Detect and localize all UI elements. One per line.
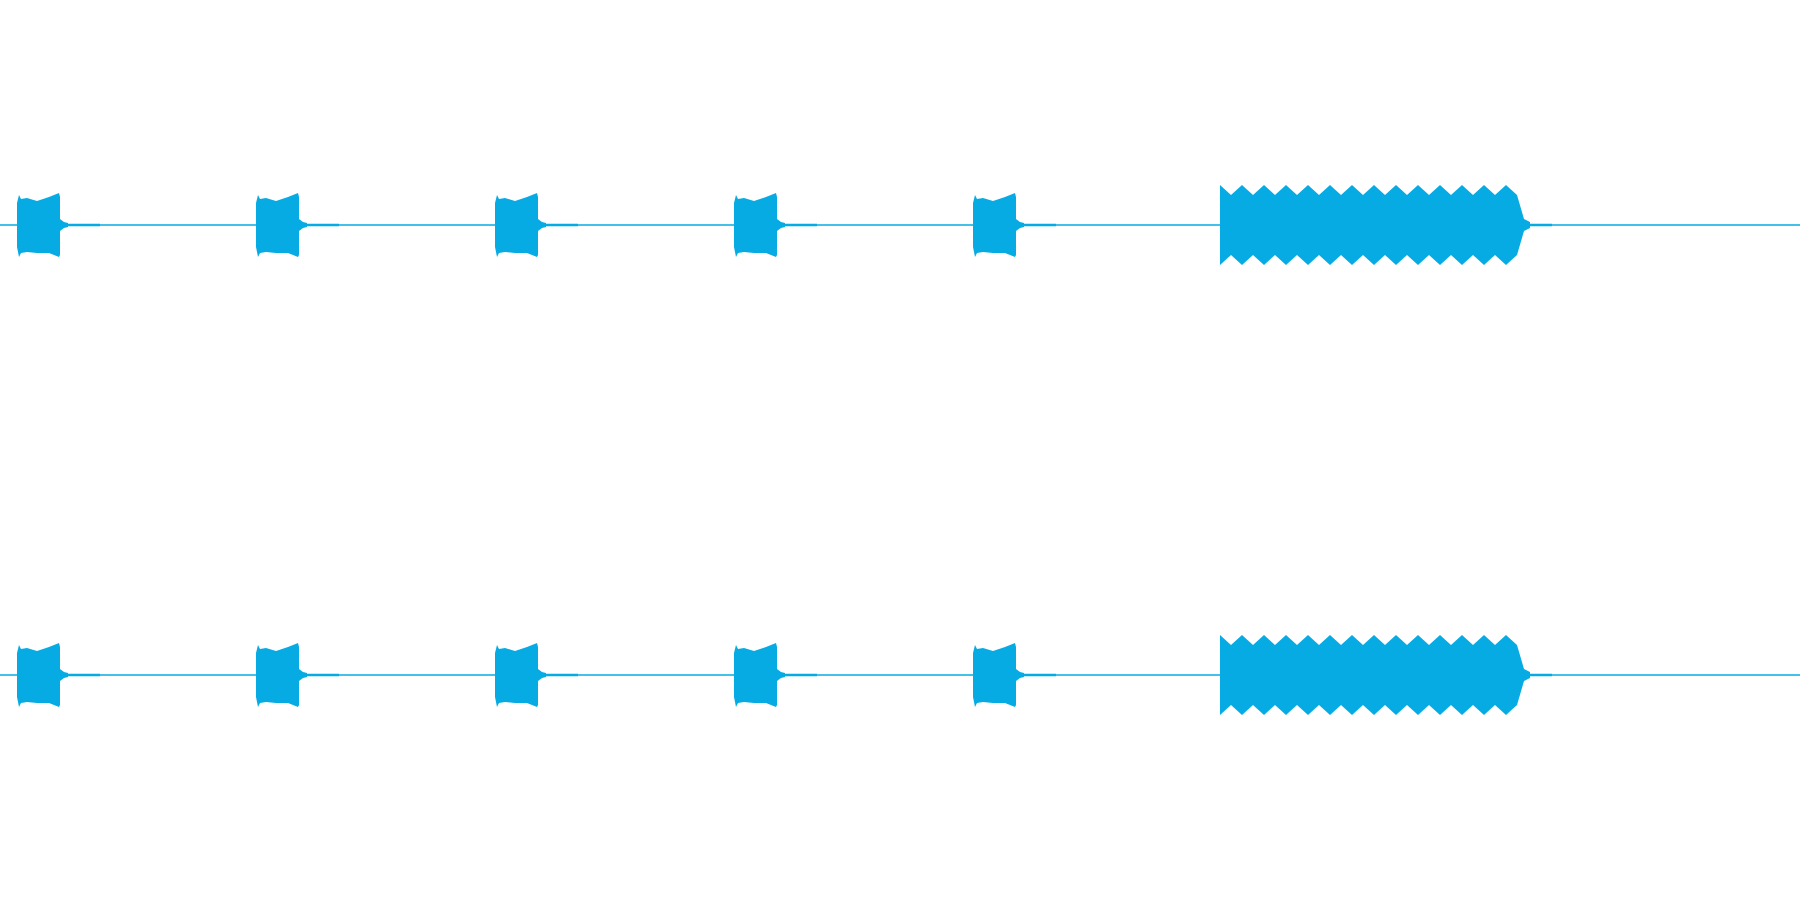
long-warble-burst <box>1220 185 1530 265</box>
long-warble-burst <box>1220 635 1530 715</box>
short-tone-burst <box>17 643 68 707</box>
short-tone-burst <box>256 643 307 707</box>
short-tone-burst <box>734 193 785 257</box>
short-tone-burst <box>734 643 785 707</box>
short-tone-burst <box>973 643 1024 707</box>
short-tone-burst <box>495 643 546 707</box>
waveform-channel-1 <box>0 185 1800 265</box>
short-tone-burst <box>973 193 1024 257</box>
short-tone-burst <box>495 193 546 257</box>
waveform-channel-2 <box>0 635 1800 715</box>
short-tone-burst <box>17 193 68 257</box>
short-tone-burst <box>256 193 307 257</box>
